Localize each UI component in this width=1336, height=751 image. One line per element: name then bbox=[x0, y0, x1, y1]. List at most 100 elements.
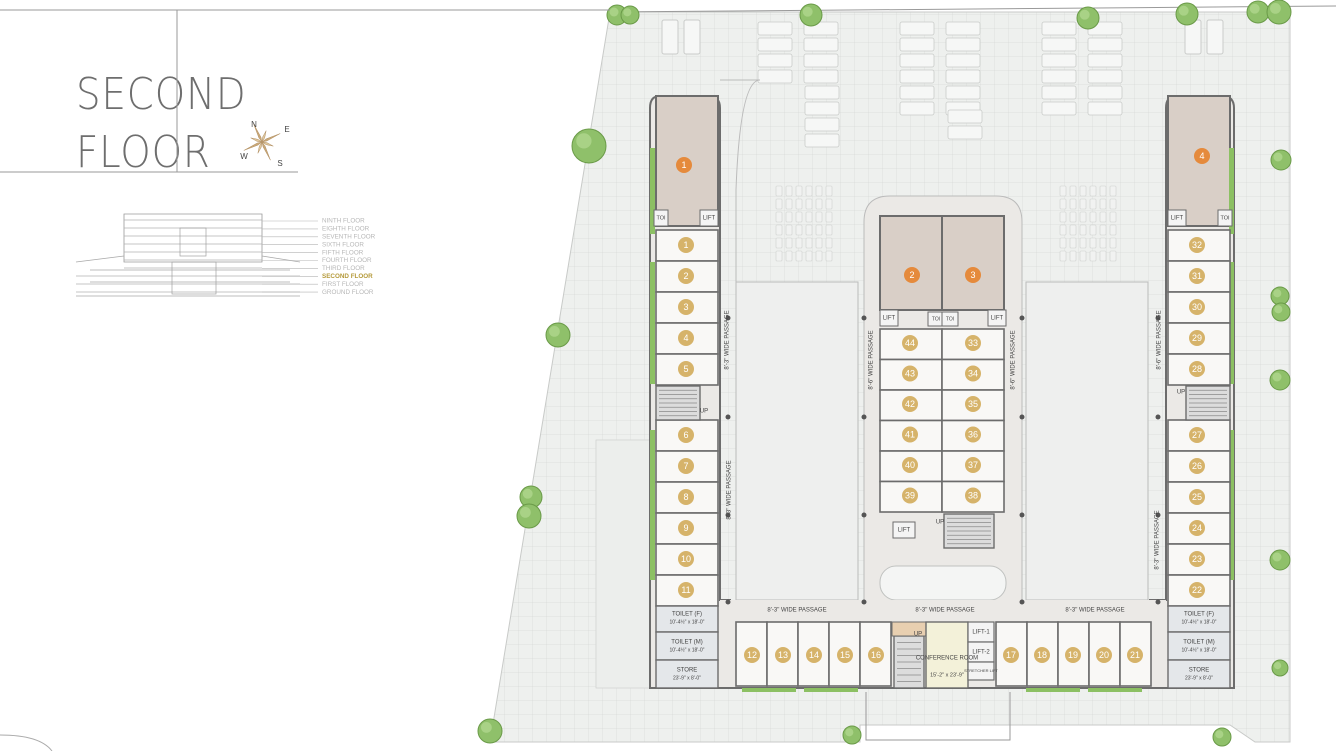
plan-title-line1: SECOND bbox=[76, 69, 247, 120]
passage-label: 8'-6" WIDE PASSAGE bbox=[869, 330, 875, 389]
shop-badge-label: 25 bbox=[1192, 492, 1202, 502]
tree-icon bbox=[1246, 0, 1270, 24]
store-size: 23'-9" x 8'-0" bbox=[1185, 675, 1213, 681]
column-marker bbox=[1155, 512, 1161, 518]
service-room bbox=[655, 631, 719, 661]
elevation-floor-label: FIFTH FLOOR bbox=[322, 249, 364, 256]
tree-icon bbox=[516, 503, 542, 529]
toilet-m-label: TOILET (M) bbox=[1183, 640, 1214, 646]
compass-e: E bbox=[284, 125, 289, 134]
shop-badge-label: 41 bbox=[905, 429, 915, 439]
stair-left bbox=[655, 385, 701, 421]
elevation-floor-label: FOURTH FLOOR bbox=[322, 257, 372, 264]
elevation-floor-label: NINTH FLOOR bbox=[322, 218, 365, 225]
up-label: UP bbox=[1177, 390, 1185, 396]
elevation-floor-label: FIRST FLOOR bbox=[322, 281, 364, 288]
lift-label: LIFT bbox=[898, 528, 911, 534]
plan-title-line2: FLOOR bbox=[76, 127, 211, 178]
shop-badge bbox=[1034, 647, 1050, 663]
green-strip bbox=[1229, 148, 1234, 234]
column-marker bbox=[725, 599, 731, 605]
shop-badge-label: 31 bbox=[1192, 271, 1202, 281]
shop-badge bbox=[837, 647, 853, 663]
green-strip bbox=[742, 688, 796, 692]
column-marker bbox=[1019, 512, 1025, 518]
shop-badge-label: 3 bbox=[683, 302, 688, 312]
toilet-f-size: 10'-4½" x 18'-0" bbox=[1182, 618, 1217, 625]
stair-center bbox=[943, 513, 995, 549]
shop-badge-label: 35 bbox=[968, 399, 978, 409]
conference-room-label: CONFERENCE ROOM bbox=[916, 656, 978, 662]
column-marker bbox=[861, 599, 867, 605]
lift-box bbox=[892, 521, 916, 539]
shop-badge-label: 32 bbox=[1192, 240, 1202, 250]
large-unit-3 bbox=[941, 215, 1005, 311]
tree-icon bbox=[1212, 727, 1232, 747]
shop-badge bbox=[1065, 647, 1081, 663]
lift-label: LIFT bbox=[703, 216, 716, 222]
shop-badge-label: 22 bbox=[1192, 585, 1202, 595]
toilet-label: TOI bbox=[932, 316, 940, 322]
lift2-label: LIFT-2 bbox=[972, 650, 990, 656]
column-marker bbox=[1019, 599, 1025, 605]
lift-box bbox=[987, 309, 1007, 327]
shop-badge bbox=[678, 268, 694, 284]
shop-badge bbox=[965, 335, 981, 351]
shop-badge-label: 1 bbox=[683, 240, 688, 250]
lift-label: LIFT bbox=[883, 316, 896, 322]
passage-label: 8'-3" WIDE PASSAGE bbox=[915, 608, 974, 614]
shop-badge-label: 4 bbox=[683, 333, 688, 343]
stair-bottom bbox=[893, 635, 925, 689]
toilet-f-size: 10'-4½" x 18'-0" bbox=[670, 618, 705, 625]
toilet-f-label: TOILET (F) bbox=[1184, 612, 1214, 618]
shop-badge-label: 24 bbox=[1192, 523, 1202, 533]
shop-badge bbox=[678, 551, 694, 567]
shop-badge-label: 28 bbox=[1192, 364, 1202, 374]
toilet-m-size: 10'-4½" x 18'-0" bbox=[1182, 646, 1217, 653]
shop-badge bbox=[965, 457, 981, 473]
shop-badge bbox=[775, 647, 791, 663]
tree-icon bbox=[1266, 0, 1292, 25]
tree-icon bbox=[1269, 369, 1291, 391]
green-strip bbox=[1088, 688, 1142, 692]
tree-icon bbox=[1271, 659, 1289, 677]
passage-label: 8'-3" WIDE PASSAGE bbox=[767, 608, 826, 614]
up-label: UP bbox=[914, 632, 922, 638]
elevation-floor-label: THIRD FLOOR bbox=[322, 265, 365, 272]
tree-icon bbox=[519, 485, 543, 509]
shop-badge bbox=[806, 647, 822, 663]
shop-badge-label: 9 bbox=[683, 523, 688, 533]
shop-badge bbox=[965, 396, 981, 412]
column-marker bbox=[1155, 599, 1161, 605]
green-strip bbox=[1026, 688, 1080, 692]
large-unit-badge-label: 1 bbox=[681, 160, 686, 170]
shop-badge bbox=[678, 299, 694, 315]
service-room bbox=[655, 659, 719, 689]
shop-badge bbox=[678, 489, 694, 505]
shop-cell bbox=[655, 574, 719, 607]
store-label: STORE bbox=[1189, 668, 1210, 674]
lift1-label: LIFT-1 bbox=[972, 630, 990, 636]
tree-icon bbox=[1270, 149, 1292, 171]
passage-label: 8'-3" WIDE PASSAGE bbox=[1065, 608, 1124, 614]
shop-badge bbox=[902, 396, 918, 412]
shop-badge-label: 17 bbox=[1006, 650, 1016, 660]
shop-badge bbox=[678, 427, 694, 443]
left-courtyard bbox=[735, 281, 859, 601]
shop-badge-label: 14 bbox=[809, 650, 819, 660]
shop-badge-label: 18 bbox=[1037, 650, 1047, 660]
tree-icon bbox=[1076, 6, 1100, 30]
shop-badge-label: 29 bbox=[1192, 333, 1202, 343]
up-label: UP bbox=[936, 520, 944, 526]
elevation-floor-label: SIXTH FLOOR bbox=[322, 241, 364, 248]
shop-badge-label: 12 bbox=[747, 650, 757, 660]
lift-box bbox=[879, 309, 899, 327]
lift-box bbox=[1167, 209, 1187, 227]
shop-badge-label: 10 bbox=[681, 554, 691, 564]
service-room bbox=[655, 605, 719, 633]
shop-badge bbox=[1003, 647, 1019, 663]
compass-w: W bbox=[240, 152, 248, 161]
large-unit-badge-label: 3 bbox=[970, 270, 975, 280]
shop-badge-label: 20 bbox=[1099, 650, 1109, 660]
